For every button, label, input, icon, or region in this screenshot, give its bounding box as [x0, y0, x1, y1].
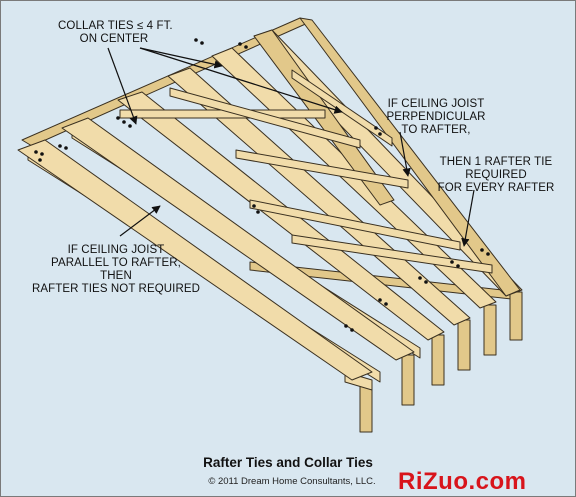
arrow-collar-2	[139, 47, 223, 69]
rafter	[117, 91, 445, 341]
label-perp-line3: TO RAFTER,	[401, 124, 471, 136]
fastener-dots	[34, 38, 490, 332]
arrow-collar-3	[139, 47, 343, 114]
wall-stud	[359, 384, 373, 433]
label-then-line3: FOR EVERY RAFTER	[437, 182, 555, 194]
collar-tie	[119, 109, 326, 119]
label-then-line2: REQUIRED	[465, 169, 527, 181]
wall-stud	[509, 291, 523, 341]
label-perp-line1: IF CEILING JOIST	[387, 98, 485, 110]
label-perp-line2: PERPENDICULAR	[386, 111, 486, 123]
arrow-perp	[399, 131, 411, 177]
label-par-line2: PARALLEL TO RAFTER,	[51, 257, 181, 269]
rafter	[17, 139, 373, 381]
label-perpendicular: IF CEILING JOIST PERPENDICULAR TO RAFTER…	[382, 98, 490, 137]
label-par-line3: THEN	[100, 270, 132, 282]
collar-tie	[169, 87, 361, 149]
arrow-then	[461, 189, 475, 247]
label-then-tie: THEN 1 RAFTER TIE REQUIRED FOR EVERY RAF…	[435, 156, 557, 195]
arrow-parallel	[119, 205, 161, 237]
label-collar-ties: COLLAR TIES ≤ 4 FT. ON CENTER	[58, 20, 173, 46]
roof-framing-diagram	[17, 17, 523, 433]
label-then-line1: THEN 1 RAFTER TIE	[439, 156, 553, 168]
rafter	[167, 67, 471, 326]
wall-stud	[401, 354, 415, 406]
watermark-logo: RiZuo.com	[398, 468, 527, 495]
label-parallel: IF CEILING JOIST PARALLEL TO RAFTER, THE…	[28, 244, 204, 296]
label-collar-line2: ON CENTER	[79, 33, 149, 45]
rafter	[61, 117, 415, 361]
diagram-title: Rafter Ties and Collar Ties	[203, 455, 373, 470]
wall-stud	[431, 334, 445, 386]
rafter-tie	[235, 149, 409, 189]
caption-band	[1, 446, 575, 496]
wall-stud	[457, 319, 471, 371]
copyright-text: © 2011 Dream Home Consultants, LLC.	[208, 476, 376, 487]
label-par-line1: IF CEILING JOIST	[67, 244, 165, 256]
wall-stud	[483, 304, 497, 356]
label-par-line4: RAFTER TIES NOT REQUIRED	[31, 283, 201, 295]
rafter-tie	[291, 234, 493, 274]
rafter	[299, 17, 521, 297]
rafter-tie	[249, 199, 461, 251]
label-collar-line1: COLLAR TIES ≤ 4 FT.	[58, 20, 173, 32]
arrow-collar-1	[107, 47, 138, 125]
